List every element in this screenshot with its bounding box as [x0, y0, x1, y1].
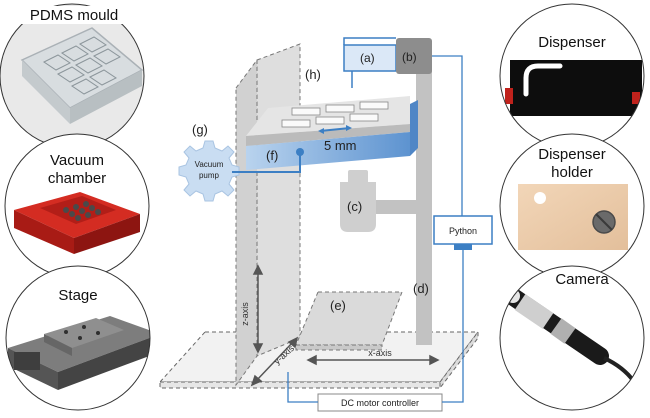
label-e: (e) [330, 298, 346, 313]
dispenser-unit [343, 37, 432, 88]
camera-title: Camera [555, 271, 609, 288]
mould-wells [281, 101, 389, 128]
dispenser-holder-title-1: Dispenser [538, 146, 606, 163]
inset-dispenser [499, 3, 645, 149]
vacuum-pump-icon [178, 140, 240, 202]
vacuum-pump-label-2: pump [199, 171, 220, 180]
xy-stage [295, 291, 403, 351]
label-g: (g) [192, 122, 208, 137]
python-box [433, 215, 493, 250]
z-axis-label: z-axis [240, 302, 250, 326]
label-h: (h) [305, 67, 321, 82]
dispenser-title: Dispenser [538, 34, 606, 51]
vacuum-chamber-title-2: chamber [48, 170, 106, 187]
python-label: Python [449, 226, 477, 236]
tube-connector [296, 148, 304, 156]
pdms-mould-title: PDMS mould [30, 7, 118, 24]
inset-camera [499, 265, 645, 411]
inset-stage [5, 265, 151, 411]
wiring [287, 55, 464, 403]
stage-title: Stage [58, 287, 97, 304]
axis-arrows [250, 264, 440, 387]
label-f: (f) [266, 148, 278, 163]
inset-dispenser-holder [499, 133, 645, 279]
controller-label: DC motor controller [341, 398, 419, 408]
camera-body [340, 170, 376, 232]
label-b: (b) [402, 50, 417, 64]
scale-label: 5 mm [324, 138, 357, 153]
z-axis-plate [235, 43, 301, 387]
inset-vacuum-chamber [4, 133, 150, 279]
label-c: (c) [347, 199, 362, 214]
scale-bar [318, 125, 352, 134]
inset-pdms-mould [0, 3, 145, 149]
vacuum-chamber-title-1: Vacuum [50, 152, 104, 169]
dispenser-holder-title-2: holder [551, 164, 593, 181]
label-d: (d) [413, 281, 429, 296]
x-axis-label: x-axis [368, 348, 392, 358]
vacuum-plate [246, 100, 418, 170]
vacuum-pump-label-1: Vacuum [195, 160, 224, 169]
label-a: (a) [360, 51, 375, 65]
vacuum-tube [232, 154, 301, 173]
